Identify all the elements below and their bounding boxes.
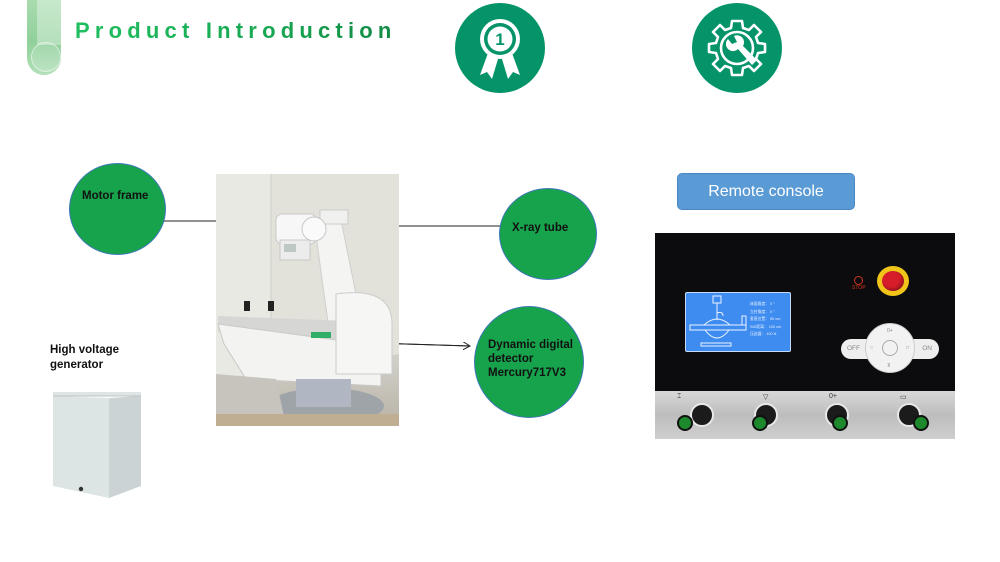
detector-label-line-2: detector xyxy=(488,353,534,365)
emergency-stop-cap xyxy=(882,271,904,291)
keypad-bottom-key[interactable]: ⊼ xyxy=(887,363,891,369)
page-title: Product Introduction xyxy=(75,18,397,43)
remote-console-panel-photo: 床面角度： 0 ° 立柱角度： 0 ° 垂直位置： 50 cm SID距离： 1… xyxy=(655,233,955,439)
award-ribbon-number-one-icon: 1 xyxy=(480,19,520,79)
tilt-symbol: ▽ xyxy=(763,394,769,401)
detector-callout: Dynamic digital detector Mercury717V3 xyxy=(474,306,584,418)
generator-label-line-2: generator xyxy=(50,358,104,371)
emergency-stop-button[interactable] xyxy=(877,266,909,296)
remote-console-button[interactable]: Remote console xyxy=(677,173,855,210)
keypad-direction-ring[interactable]: 0+ ⊼ ○ □ xyxy=(865,323,915,373)
x-ray-tube-callout: X-ray tube xyxy=(499,188,597,280)
settings-badge xyxy=(692,3,782,93)
keypad-right-key[interactable]: □ xyxy=(906,345,910,351)
lcd-row: 压迫器： 100 N xyxy=(750,332,777,337)
lcd-readouts: 床面角度： 0 ° 立柱角度： 0 ° 垂直位置： 50 cm SID距离： 1… xyxy=(750,301,781,339)
detector-label-line-1: Dynamic digital xyxy=(488,339,573,351)
lcd-row: 床面角度： 0 ° xyxy=(750,302,775,306)
joystick-2-knob[interactable] xyxy=(752,415,768,431)
table-diagram-icon xyxy=(689,295,747,347)
stop-label: STOP xyxy=(852,276,866,291)
generator-label-line-1: High voltage xyxy=(50,344,120,356)
joystick-1-knob[interactable] xyxy=(677,415,693,431)
high-voltage-generator-image xyxy=(51,388,143,498)
vertical-move-symbol: ⌶ xyxy=(677,393,682,400)
detector-label: Dynamic digital detector Mercury717V3 xyxy=(488,338,573,380)
lcd-row: SID距离： 100 cm xyxy=(750,324,782,329)
lcd-row: 立柱角度： 0 ° xyxy=(750,309,775,314)
x-ray-machine-photo xyxy=(216,174,399,426)
keypad-top-key[interactable]: 0+ xyxy=(887,328,893,334)
keypad-center-button[interactable] xyxy=(882,340,898,356)
x-ray-machine-illustration xyxy=(216,174,399,426)
joystick-1[interactable] xyxy=(690,403,714,427)
keypad-on-button[interactable]: ON xyxy=(922,345,932,352)
generator-label: High voltage generator xyxy=(50,343,119,372)
stop-symbol-icon xyxy=(854,276,864,285)
tube-highlight xyxy=(37,0,61,45)
motor-frame-label: Motor frame xyxy=(82,190,149,202)
motor-frame-callout: Motor frame xyxy=(69,163,166,255)
badge-number: 1 xyxy=(495,30,504,49)
detector-symbol: ▭ xyxy=(900,394,907,401)
gear-wrench-icon xyxy=(707,19,767,77)
decorative-test-tube xyxy=(27,0,61,75)
tube-bubble xyxy=(31,42,61,72)
console-lcd-screen: 床面角度： 0 ° 立柱角度： 0 ° 垂直位置： 50 cm SID距离： 1… xyxy=(685,292,791,352)
award-badge: 1 xyxy=(455,3,545,93)
lcd-row: 垂直位置： 50 cm xyxy=(750,317,781,322)
x-ray-tube-label: X-ray tube xyxy=(512,222,569,234)
keypad-left-key[interactable]: ○ xyxy=(870,345,874,351)
steel-control-strip: ⌶ ▽ 0+ ▭ xyxy=(655,391,955,439)
joystick-4-knob[interactable] xyxy=(913,415,929,431)
sid-symbol: 0+ xyxy=(829,393,837,400)
joystick-3-knob[interactable] xyxy=(832,415,848,431)
generator-cabinet-illustration xyxy=(53,392,141,498)
detector-label-line-3: Mercury717V3 xyxy=(488,367,566,379)
keypad-off-button[interactable]: OFF xyxy=(847,345,860,352)
